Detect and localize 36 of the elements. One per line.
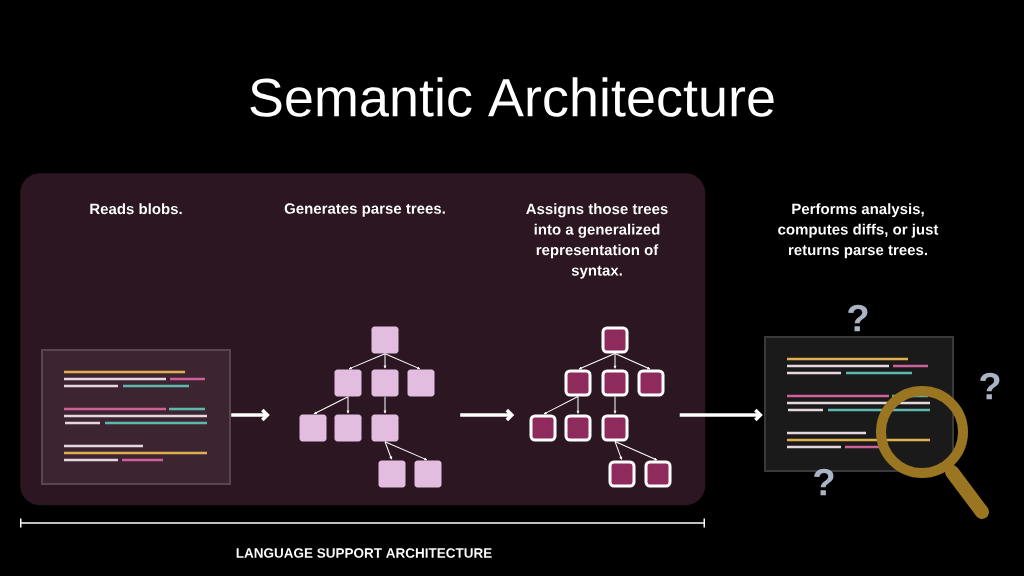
step-heading: Reads blobs. <box>90 203 182 215</box>
step-heading: Assigns those trees into a generalized representation of syntax. <box>526 203 668 279</box>
step-heading: Generates parse trees. <box>284 203 445 217</box>
arrow <box>613 396 617 414</box>
title: Semantic Architecture <box>250 77 774 117</box>
arrow <box>384 441 428 461</box>
tree-node <box>564 414 592 442</box>
arrow <box>348 353 386 370</box>
code-window-drawing <box>41 349 231 485</box>
tree-node <box>601 326 629 354</box>
arrow <box>384 441 392 460</box>
arrow <box>346 396 350 414</box>
tree-node <box>529 414 557 442</box>
arrow <box>313 396 349 415</box>
arrow <box>679 408 763 422</box>
tree-node <box>601 414 629 442</box>
arrow <box>543 396 579 415</box>
bracket-label: LANGUAGE SUPPORT ARCHITECTURE <box>236 548 492 558</box>
tree-node <box>601 369 629 397</box>
arrow <box>384 353 421 370</box>
arrow <box>383 353 387 369</box>
arrow <box>231 408 270 422</box>
tree-node <box>637 369 665 397</box>
arrow <box>576 396 580 414</box>
tree-node <box>564 369 592 397</box>
arrow <box>614 441 623 460</box>
step-heading: Performs analysis, computes diffs, or just returns parse trees. <box>778 203 939 259</box>
tree-node <box>608 460 636 488</box>
arrow <box>614 353 651 370</box>
question-mark: ? <box>814 468 834 496</box>
arrow <box>578 353 616 370</box>
arrow <box>614 441 658 461</box>
tree-node <box>644 460 672 488</box>
arrow <box>383 396 387 414</box>
arrow <box>460 408 515 422</box>
arrow <box>613 353 617 369</box>
